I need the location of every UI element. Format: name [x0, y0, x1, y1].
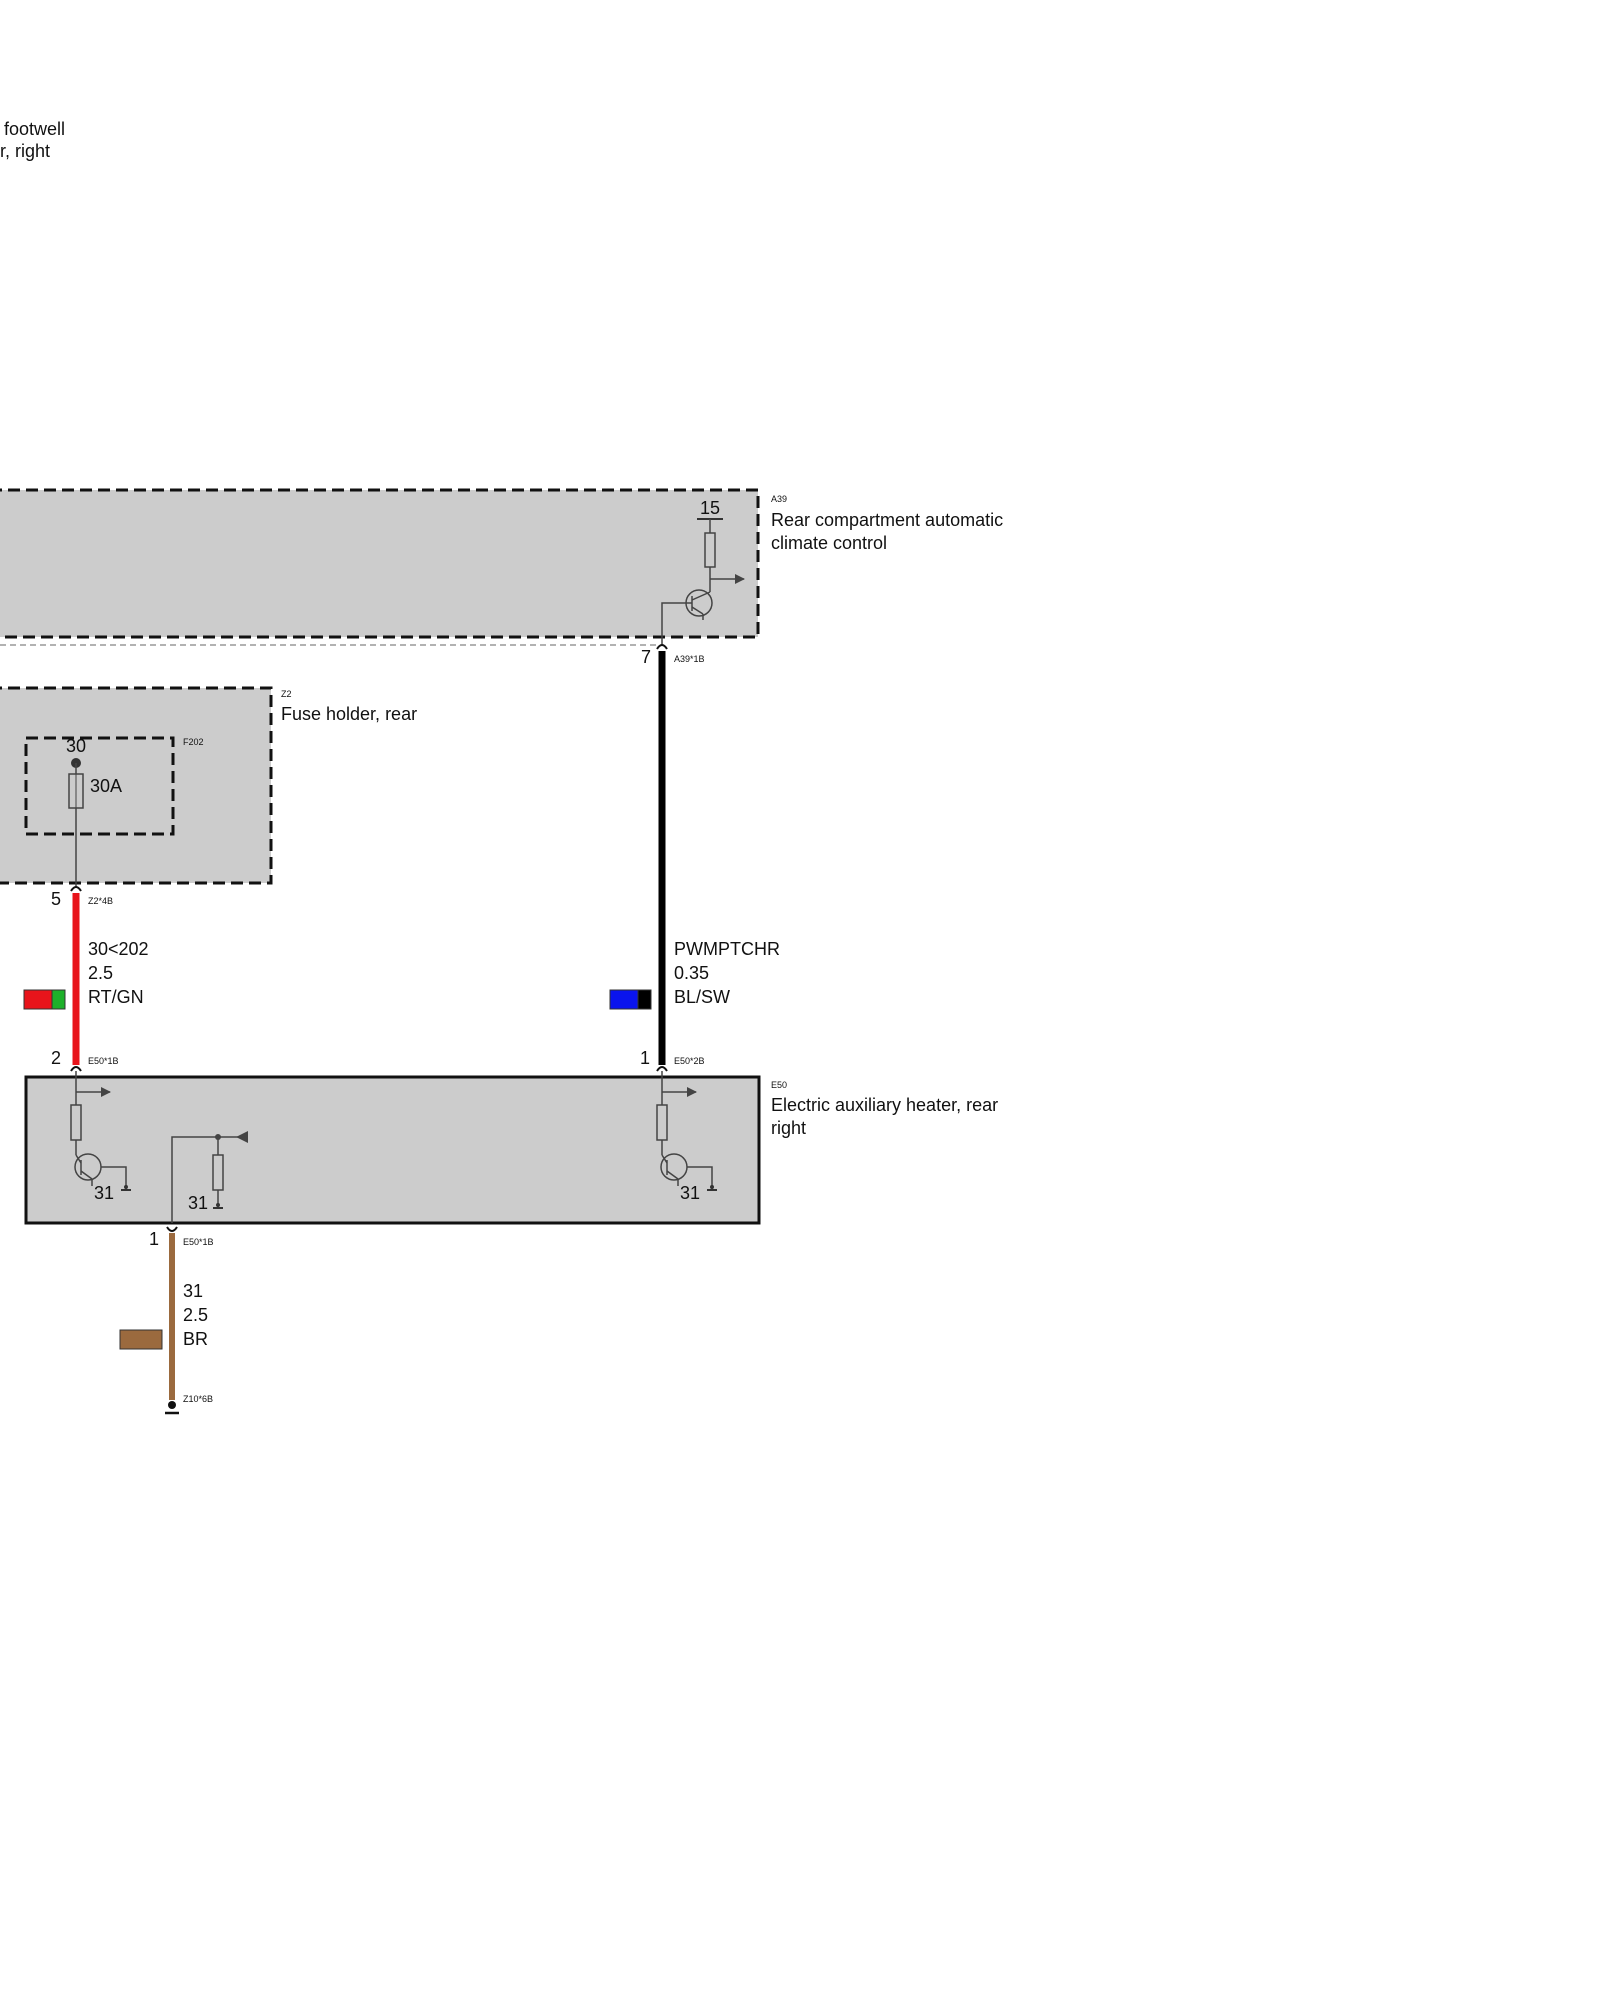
a39-output-line — [661, 602, 692, 645]
wire-red-swatch-main — [23, 989, 53, 1010]
wire-brown-group: 31 2.5 BR Z10*6B — [119, 1233, 213, 1415]
e50-ground-31-a: 31 — [94, 1183, 114, 1203]
fuse-terminal-30: 30 — [66, 736, 86, 756]
a39-component: A39 Rear compartment automatic climate c… — [0, 488, 1003, 667]
z2-code: Z2 — [281, 689, 292, 699]
a39-pin-number: 7 — [641, 647, 651, 667]
fuse-f202-box — [24, 736, 175, 836]
wire-black-gauge: 0.35 — [674, 963, 709, 983]
wire-black-color-code: BL/SW — [674, 987, 730, 1007]
e50-right-ground-icon — [710, 1185, 714, 1189]
a39-pin-socket — [656, 644, 668, 650]
wire-red-signal: 30<202 — [88, 939, 149, 959]
z2-name: Fuse holder, rear — [281, 704, 417, 724]
a39-code: A39 — [771, 494, 787, 504]
e50-connector-right: E50*2B — [674, 1056, 705, 1066]
e50-right-transistor-emitter — [666, 1170, 679, 1180]
e50-mid-ground-icon — [216, 1203, 220, 1207]
z2-component: Z2 Fuse holder, rear F202 30 30A 5 Z2*4B — [0, 686, 417, 909]
e50-ground-31-b: 31 — [188, 1193, 208, 1213]
fuse-rating: 30A — [90, 776, 122, 796]
e50-component: E50 Electric auxiliary heater, rear righ… — [24, 1048, 998, 1249]
e50-name-2: right — [771, 1118, 806, 1138]
a39-connector: A39*1B — [674, 654, 705, 664]
e50-pin-left-socket — [70, 1066, 82, 1072]
top-left-component-label-1: footwell — [4, 119, 65, 139]
e50-right-transistor-collector — [661, 1154, 668, 1164]
a39-name-2: climate control — [771, 533, 887, 553]
a39-box — [0, 488, 760, 639]
a39-transistor-emitter — [691, 606, 704, 615]
e50-left-transistor-collector — [75, 1154, 82, 1164]
wire-black-group: PWMPTCHR 0.35 BL/SW — [609, 651, 780, 1065]
wire-brown-gauge: 2.5 — [183, 1305, 208, 1325]
e50-left-transistor-emitter — [80, 1170, 93, 1180]
e50-pin-left: 2 — [51, 1048, 61, 1068]
e50-pin-bottom: 1 — [149, 1229, 159, 1249]
e50-connector-left: E50*1B — [88, 1056, 119, 1066]
wire-black-swatch-stripe — [637, 989, 652, 1010]
fuse-code: F202 — [183, 737, 204, 747]
z2-box — [0, 686, 273, 885]
z2-pin-socket — [70, 886, 82, 892]
top-left-component-label-2: r, right — [0, 141, 50, 161]
a39-transistor-collector — [691, 591, 711, 601]
e50-mid-lead — [171, 1136, 218, 1223]
wire-red-gauge: 2.5 — [88, 963, 113, 983]
e50-connector-bottom: E50*1B — [183, 1237, 214, 1247]
wire-red-group: 30<202 2.5 RT/GN — [23, 893, 149, 1065]
wire-brown-color-code: BR — [183, 1329, 208, 1349]
z2-pin-number: 5 — [51, 889, 61, 909]
wire-brown-swatch — [119, 1329, 163, 1350]
wire-black-signal: PWMPTCHR — [674, 939, 780, 959]
wire-black-swatch-main — [609, 989, 639, 1010]
a39-terminal-15: 15 — [700, 498, 720, 518]
e50-right-ground-line — [687, 1166, 713, 1190]
e50-code: E50 — [771, 1080, 787, 1090]
wire-red-swatch-stripe — [51, 989, 66, 1010]
e50-pin-right: 1 — [640, 1048, 650, 1068]
e50-box — [24, 1075, 761, 1225]
e50-pin-bottom-socket — [166, 1226, 178, 1232]
e50-mid-arrow-icon — [236, 1131, 248, 1143]
wire-brown-signal: 31 — [183, 1281, 203, 1301]
ground-point-icon — [168, 1401, 176, 1409]
e50-ground-31-c: 31 — [680, 1183, 700, 1203]
e50-pin-right-socket — [656, 1066, 668, 1072]
ground-connector: Z10*6B — [183, 1394, 213, 1404]
e50-left-ground-line — [101, 1166, 127, 1190]
z2-connector: Z2*4B — [88, 896, 113, 906]
e50-left-ground-icon — [124, 1185, 128, 1189]
a39-name-1: Rear compartment automatic — [771, 510, 1003, 530]
e50-name-1: Electric auxiliary heater, rear — [771, 1095, 998, 1115]
wire-red-color-code: RT/GN — [88, 987, 144, 1007]
